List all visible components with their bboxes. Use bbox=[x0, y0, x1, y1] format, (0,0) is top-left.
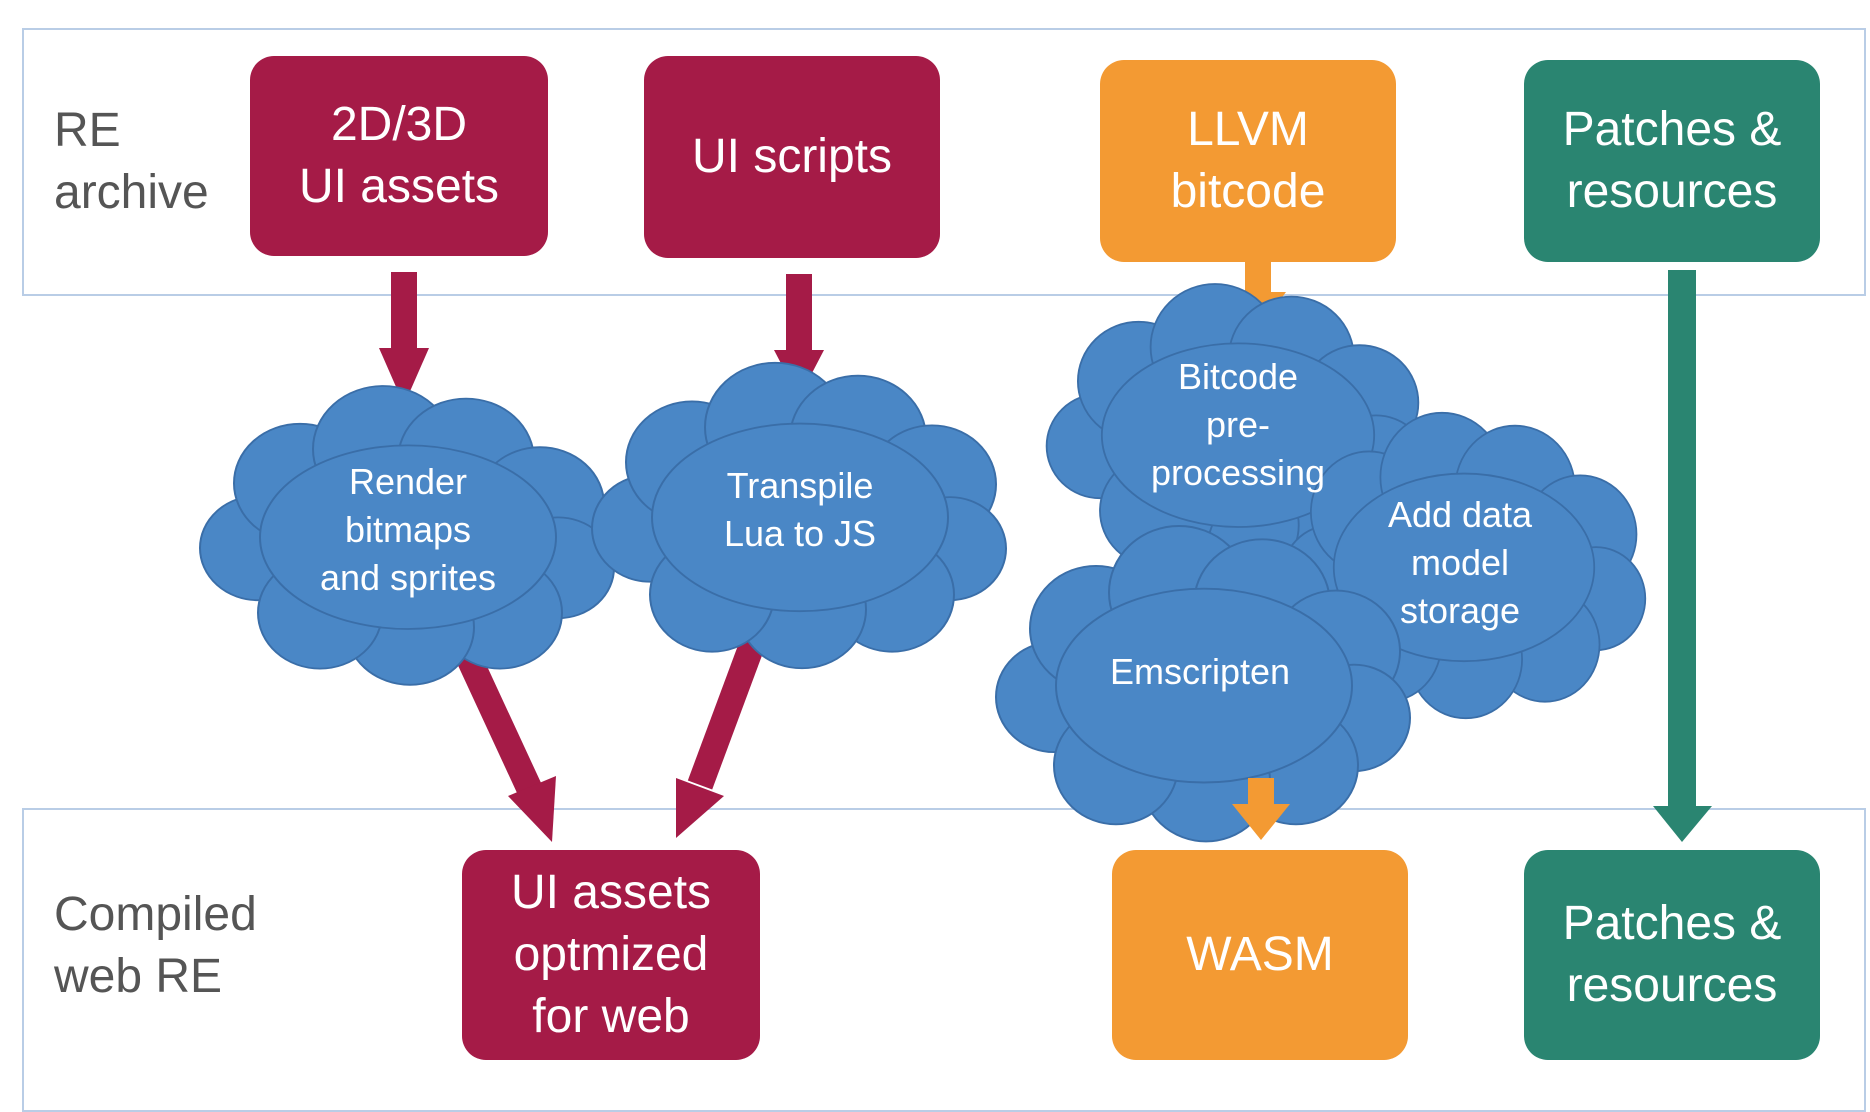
box-patches-top: Patches & resources bbox=[1524, 60, 1820, 262]
cloud-add-data-label: Add data model storage bbox=[1387, 494, 1533, 631]
cloud-render-label: Render bitmaps and sprites bbox=[319, 461, 497, 598]
cloud-bitcode-pre-label: Bitcode pre- processing bbox=[1150, 356, 1326, 493]
cloud-emscripten-label: Emscripten bbox=[1109, 651, 1291, 692]
box-patches-bottom: Patches & resources bbox=[1524, 850, 1820, 1060]
box-2d3d-ui-assets: 2D/3D UI assets bbox=[250, 56, 548, 256]
box-llvm-bitcode: LLVM bitcode bbox=[1100, 60, 1396, 262]
box-wasm: WASM bbox=[1112, 850, 1408, 1060]
box-ui-scripts: UI scripts bbox=[644, 56, 940, 258]
re-archive-label: RE archive bbox=[54, 104, 209, 219]
box-ui-assets-optimized: UI assets optmized for web bbox=[462, 850, 760, 1060]
pipeline-diagram: RE archive Compiled web RE bbox=[22, 28, 1866, 1112]
arrow-2d3d-to-render bbox=[379, 272, 429, 405]
arrow-patches-top-to-bottom bbox=[1653, 270, 1712, 842]
arrow-emscripten-to-wasm bbox=[1232, 778, 1290, 840]
compiled-web-re-label: Compiled web RE bbox=[54, 888, 257, 1003]
diagram-graphics bbox=[199, 262, 1712, 843]
cloud-transpile-label: Transpile Lua to JS bbox=[723, 465, 877, 554]
